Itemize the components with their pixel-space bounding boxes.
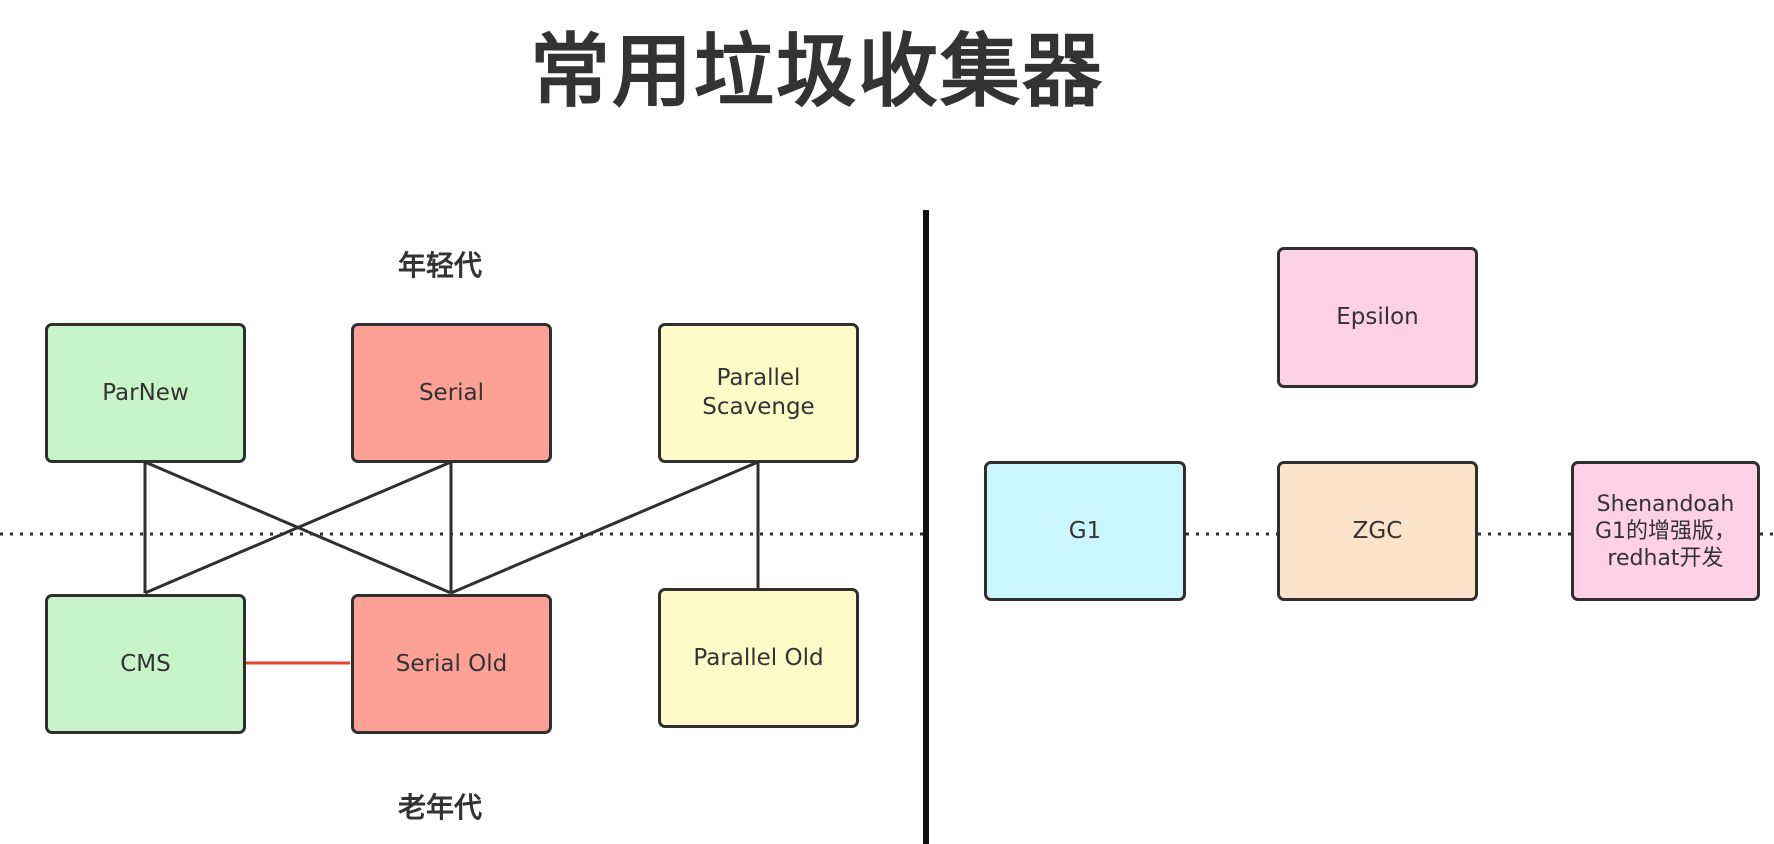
parnew-box[interactable]: ParNew — [45, 323, 246, 463]
serial-old-box[interactable]: Serial Old — [351, 594, 552, 734]
g1-box[interactable]: G1 — [984, 461, 1186, 601]
old-generation-label: 老年代 — [398, 791, 483, 824]
serial-box[interactable]: Serial — [351, 323, 552, 463]
connector-parallel-scavenge-serial-old — [450, 460, 759, 595]
diagram-title: 常用垃圾收集器 — [530, 25, 1104, 118]
epsilon-box[interactable]: Epsilon — [1277, 247, 1478, 388]
connector-serial-cms — [144, 460, 452, 595]
cms-box[interactable]: CMS — [45, 594, 246, 734]
parallel-scavenge-box[interactable]: Parallel Scavenge — [658, 323, 859, 463]
parallel-old-box[interactable]: Parallel Old — [658, 588, 859, 728]
young-generation-label: 年轻代 — [398, 249, 483, 282]
shenandoah-box[interactable]: Shenandoah G1的增强版， redhat开发 — [1571, 461, 1760, 601]
zgc-box[interactable]: ZGC — [1277, 461, 1478, 601]
